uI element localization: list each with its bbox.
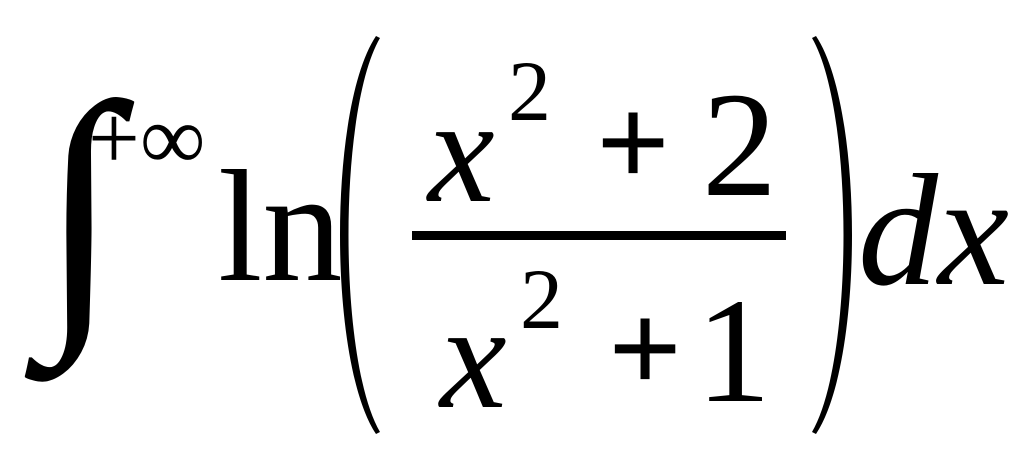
numerator-constant: 2 xyxy=(702,62,777,228)
differential: dx xyxy=(858,141,1010,319)
denominator-plus-sign: + xyxy=(608,277,683,421)
integral-sign: ∫ xyxy=(40,46,120,367)
fraction-bar xyxy=(412,231,786,240)
denominator-exponent: 2 xyxy=(520,251,563,347)
left-parenthesis xyxy=(340,36,380,434)
numerator-variable: x xyxy=(428,68,495,234)
denominator-constant: 1 xyxy=(696,268,771,434)
denominator-variable: x xyxy=(440,274,507,440)
upper-limit: +∞ xyxy=(88,87,206,189)
numerator-exponent: 2 xyxy=(508,43,551,139)
right-parenthesis xyxy=(812,36,852,434)
numerator-plus-sign: + xyxy=(596,71,671,215)
function-name: ln xyxy=(218,137,343,315)
